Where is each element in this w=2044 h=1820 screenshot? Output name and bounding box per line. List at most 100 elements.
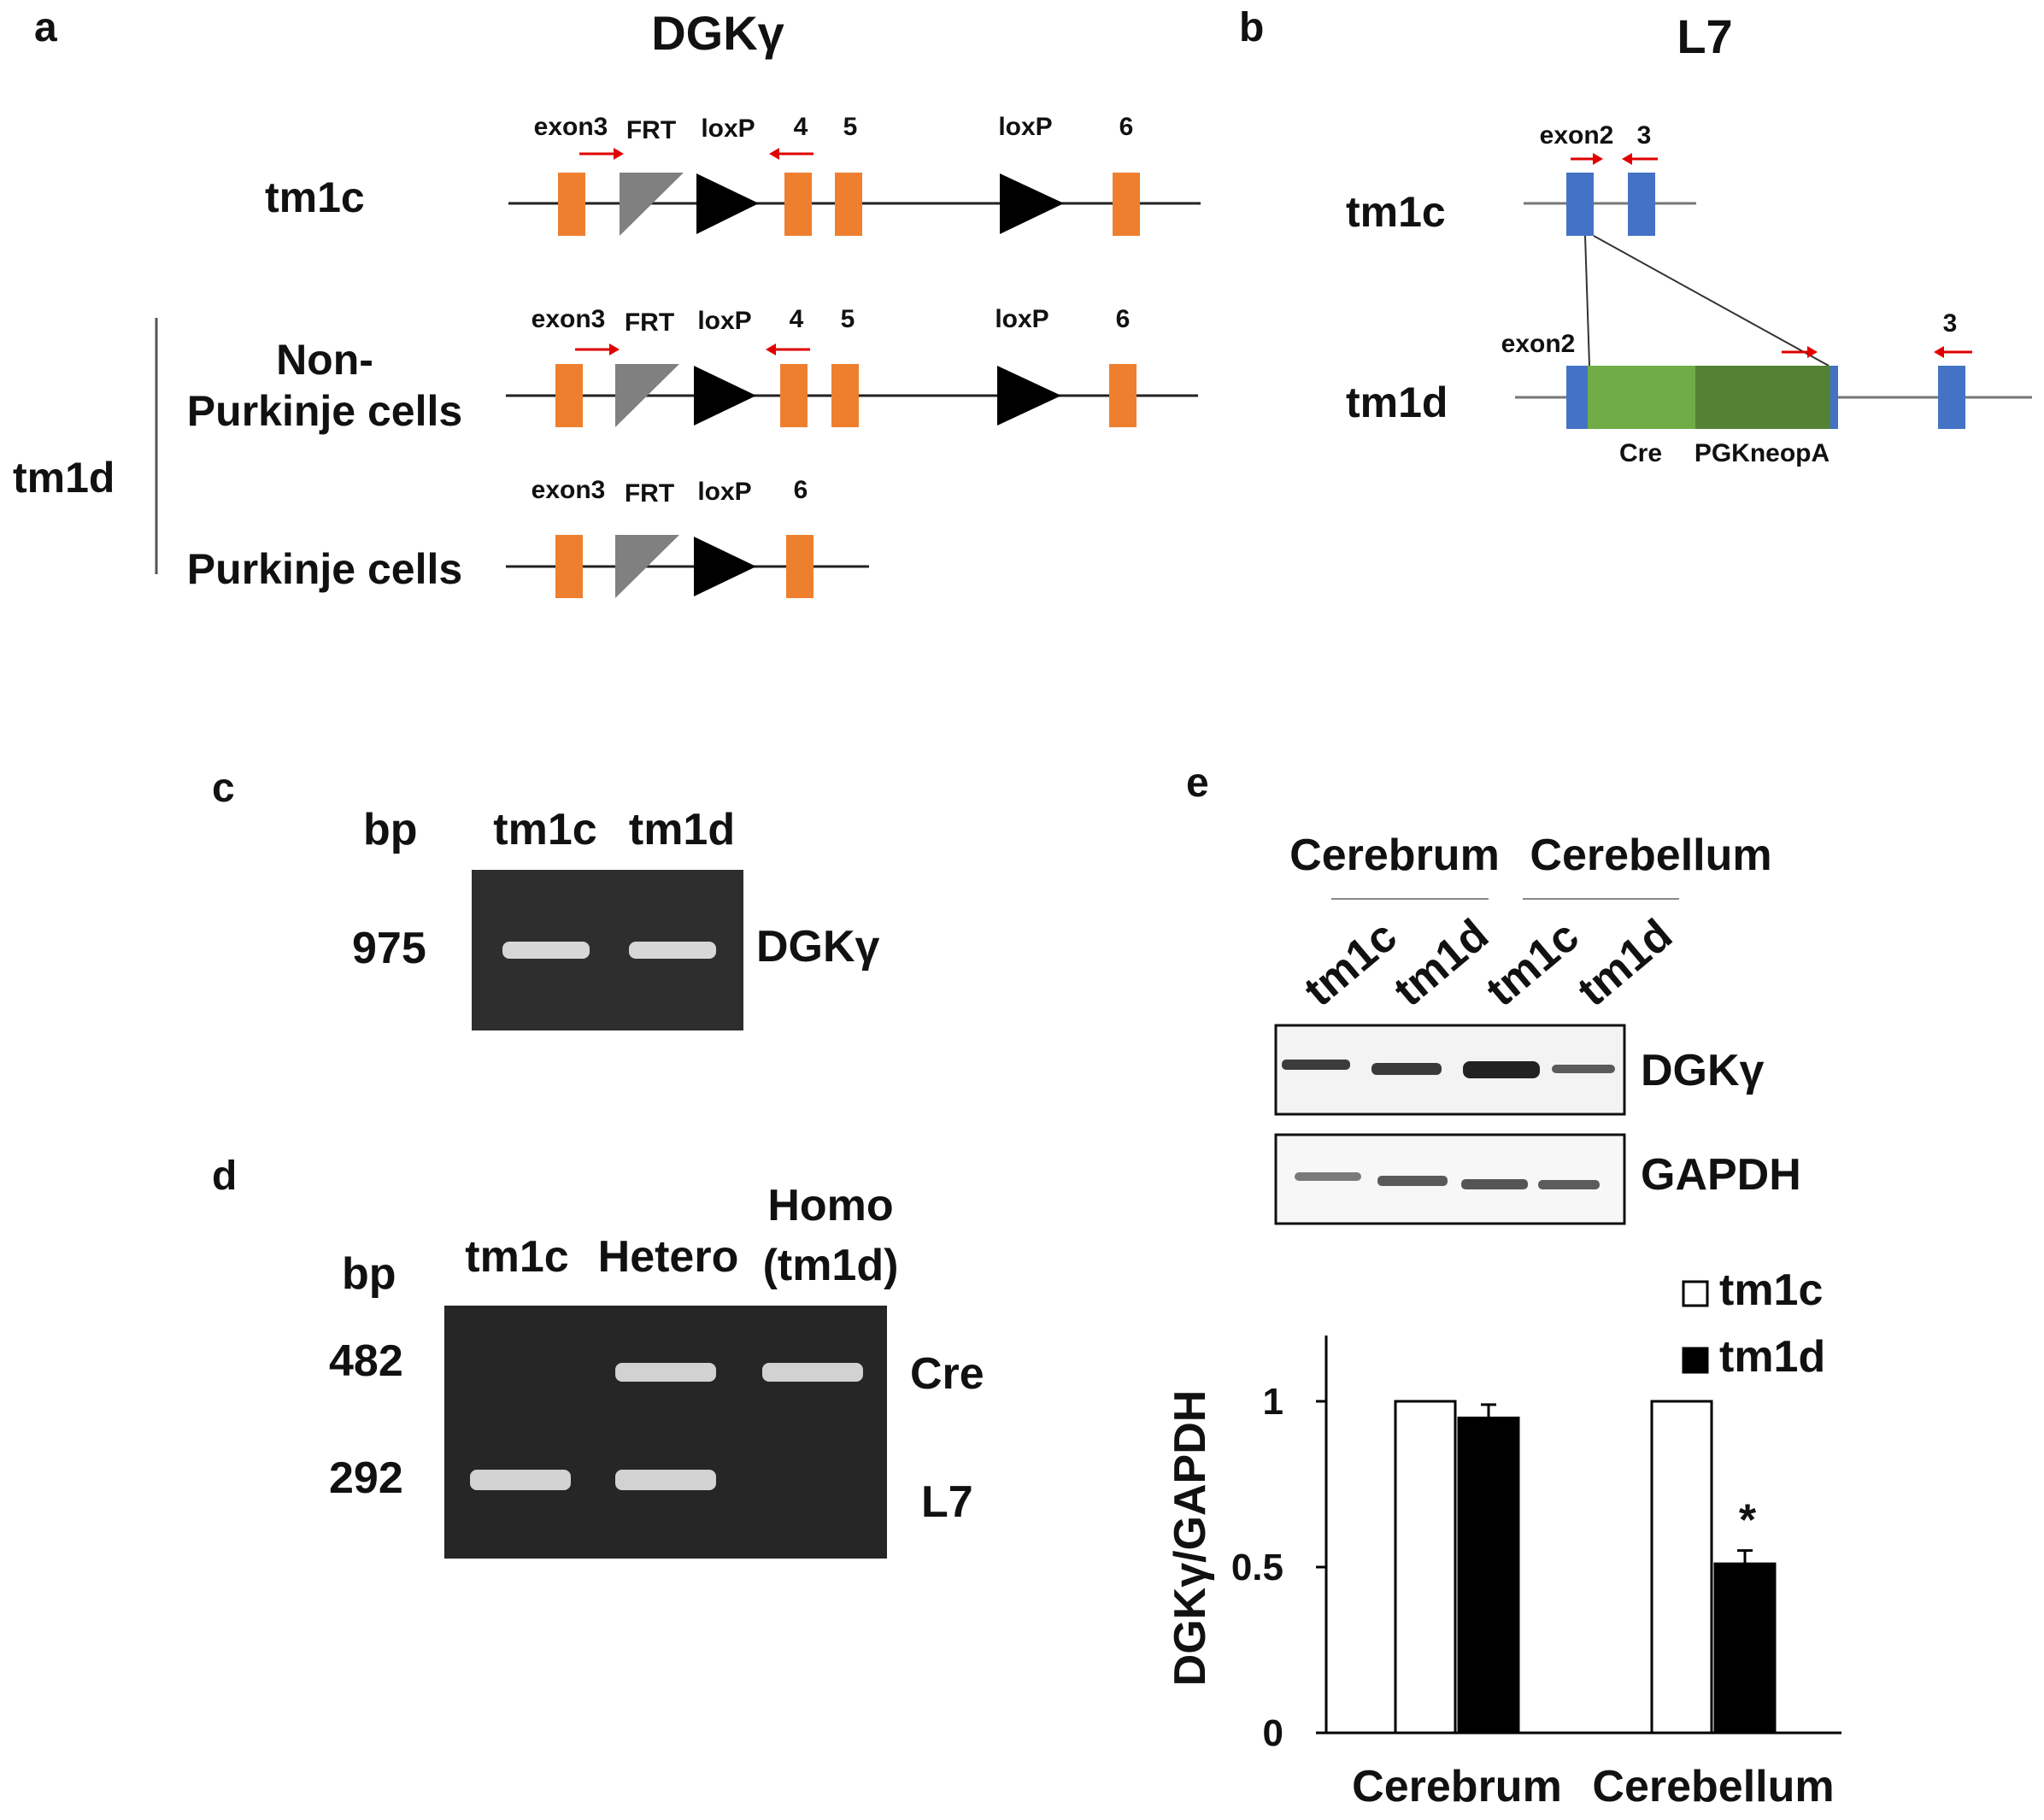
- legend-swatch-tm1c: [1682, 1280, 1709, 1307]
- label-loxp-3: loxP: [697, 307, 751, 335]
- exon6-box: [1113, 173, 1140, 236]
- frt-triangle: [615, 364, 679, 427]
- blot-band: [1463, 1061, 1540, 1078]
- category-label: Cerebrum: [1352, 1762, 1562, 1811]
- gel-band: [470, 1470, 571, 1490]
- panel-a-title: DGKγ: [651, 6, 784, 60]
- blot-band: [1282, 1060, 1350, 1070]
- label-exon5-2: 5: [841, 305, 855, 333]
- blot-lane-label: tm1d: [1384, 910, 1497, 1016]
- blot-lane-label: tm1c: [1295, 912, 1406, 1016]
- label-loxp: loxP: [701, 114, 755, 143]
- panel-b-title: L7: [1677, 9, 1732, 63]
- loxp-triangle-2: [997, 366, 1061, 426]
- blot-band: [1538, 1180, 1600, 1189]
- panel-d: d bp tm1c Hetero Homo (tm1d) 482 292 Cre…: [212, 1154, 984, 1559]
- panel-a: a DGKγ tm1c exon3 FRT loxP 4 5 loxP 6 tm…: [13, 5, 1201, 598]
- primer-reverse-arrow: [769, 148, 813, 160]
- label-exon5: 5: [843, 113, 858, 141]
- nonpurkinje-label-line2: Purkinje cells: [187, 387, 462, 435]
- l7-exon3-box: [1938, 366, 1965, 429]
- blot-band: [1377, 1176, 1448, 1186]
- pgkneopa-box: [1695, 366, 1830, 429]
- frt-triangle: [615, 535, 679, 598]
- bar-tm1c-cerebrum: [1394, 1400, 1457, 1735]
- nonpurkinje-label-line1: Non-: [276, 336, 373, 384]
- group-label-cerebellum: Cerebellum: [1530, 831, 1771, 880]
- cre-box: [1588, 366, 1695, 429]
- l7-label-exon3-2: 3: [1943, 309, 1958, 338]
- primer-forward-arrow: [575, 343, 620, 355]
- blot-band: [1295, 1172, 1361, 1181]
- size-292: 292: [329, 1453, 403, 1503]
- bp-label: bp: [363, 805, 418, 854]
- l7-primer-forward-arrow: [1782, 346, 1818, 358]
- blot-band: [1371, 1063, 1442, 1075]
- legend-label-tm1d: tm1d: [1719, 1332, 1825, 1382]
- size-482: 482: [329, 1336, 403, 1386]
- label-loxp-5: loxP: [697, 478, 751, 506]
- primer-reverse-arrow: [766, 343, 810, 355]
- gel-band: [615, 1363, 716, 1382]
- l7-tm1c-label: tm1c: [1346, 188, 1446, 236]
- gel-band: [502, 942, 590, 959]
- y-axis-label: DGKγ/GAPDH: [1166, 1390, 1215, 1687]
- label-loxp-2: loxP: [998, 113, 1052, 141]
- lane-label-tm1d: (tm1d): [763, 1241, 899, 1290]
- gel-band-label: L7: [921, 1477, 973, 1527]
- panel-b: b L7 tm1c exon2 3 tm1d exon2 3 Cre PGKne…: [1239, 5, 2032, 467]
- bar-tm1d-cerebellum: [1713, 1562, 1777, 1735]
- bp-label: bp: [342, 1249, 396, 1299]
- panel-e-label: e: [1186, 760, 1209, 806]
- exon4-box: [784, 173, 812, 236]
- panel-c: c bp tm1c tm1d 975 DGKγ: [212, 766, 880, 1030]
- exon5-box: [835, 173, 862, 236]
- bar-tm1d-cerebrum: [1457, 1416, 1520, 1735]
- bar-tm1c-cerebellum: [1650, 1400, 1713, 1735]
- blot-label-dgk: DGKγ: [1641, 1046, 1765, 1095]
- loxp-triangle: [694, 366, 756, 426]
- l7-primer-forward-arrow: [1571, 153, 1603, 165]
- gel-band: [762, 1363, 863, 1382]
- lane-label-hetero: Hetero: [598, 1232, 739, 1282]
- gel-band: [615, 1470, 716, 1490]
- gel-band-label: DGKγ: [756, 922, 880, 972]
- blot-band: [1461, 1179, 1528, 1189]
- exon3-box: [558, 173, 585, 236]
- panel-e: e Cerebrum Cerebellum tm1c tm1d tm1c tm1…: [1166, 760, 1841, 1811]
- loxp-triangle-2: [1000, 173, 1064, 234]
- l7-primer-reverse-arrow: [1934, 346, 1972, 358]
- category-label: Cerebellum: [1592, 1762, 1834, 1811]
- loxp-triangle: [696, 173, 759, 234]
- group-label-cerebrum: Cerebrum: [1289, 831, 1500, 880]
- panel-a-label: a: [34, 5, 57, 50]
- lane-label-homo: Homo: [767, 1181, 893, 1230]
- lane-label-tm1c: tm1c: [493, 805, 596, 854]
- gel-band-label: Cre: [910, 1349, 984, 1399]
- label-frt-2: FRT: [625, 308, 674, 337]
- lane-label-tm1c: tm1c: [465, 1232, 568, 1282]
- panel-b-label: b: [1239, 5, 1264, 50]
- blot-lane-label: tm1c: [1477, 912, 1588, 1016]
- exon3-box: [555, 364, 583, 427]
- primer-forward-arrow: [579, 148, 624, 160]
- blot-label-gapdh: GAPDH: [1641, 1150, 1801, 1200]
- label-exon3-2: exon3: [532, 305, 606, 333]
- l7-label-exon2: exon2: [1540, 121, 1614, 150]
- label-exon4: 4: [794, 113, 808, 141]
- blot-lane-label: tm1d: [1568, 910, 1681, 1016]
- purkinje-label: Purkinje cells: [187, 545, 462, 593]
- size-975: 975: [352, 924, 426, 973]
- cre-label: Cre: [1619, 439, 1662, 467]
- tm1c-row-label: tm1c: [265, 173, 365, 221]
- label-exon3: exon3: [534, 113, 608, 141]
- label-exon4-2: 4: [790, 305, 804, 333]
- blot-band: [1552, 1065, 1615, 1073]
- y-tick-label: 0: [1263, 1712, 1283, 1754]
- exon3-box: [555, 535, 583, 598]
- label-loxp-4: loxP: [995, 305, 1048, 333]
- l7-tm1d-label: tm1d: [1346, 379, 1448, 426]
- label-frt: FRT: [626, 116, 676, 144]
- exon6-box: [1109, 364, 1137, 427]
- y-tick-label: 1: [1263, 1381, 1283, 1423]
